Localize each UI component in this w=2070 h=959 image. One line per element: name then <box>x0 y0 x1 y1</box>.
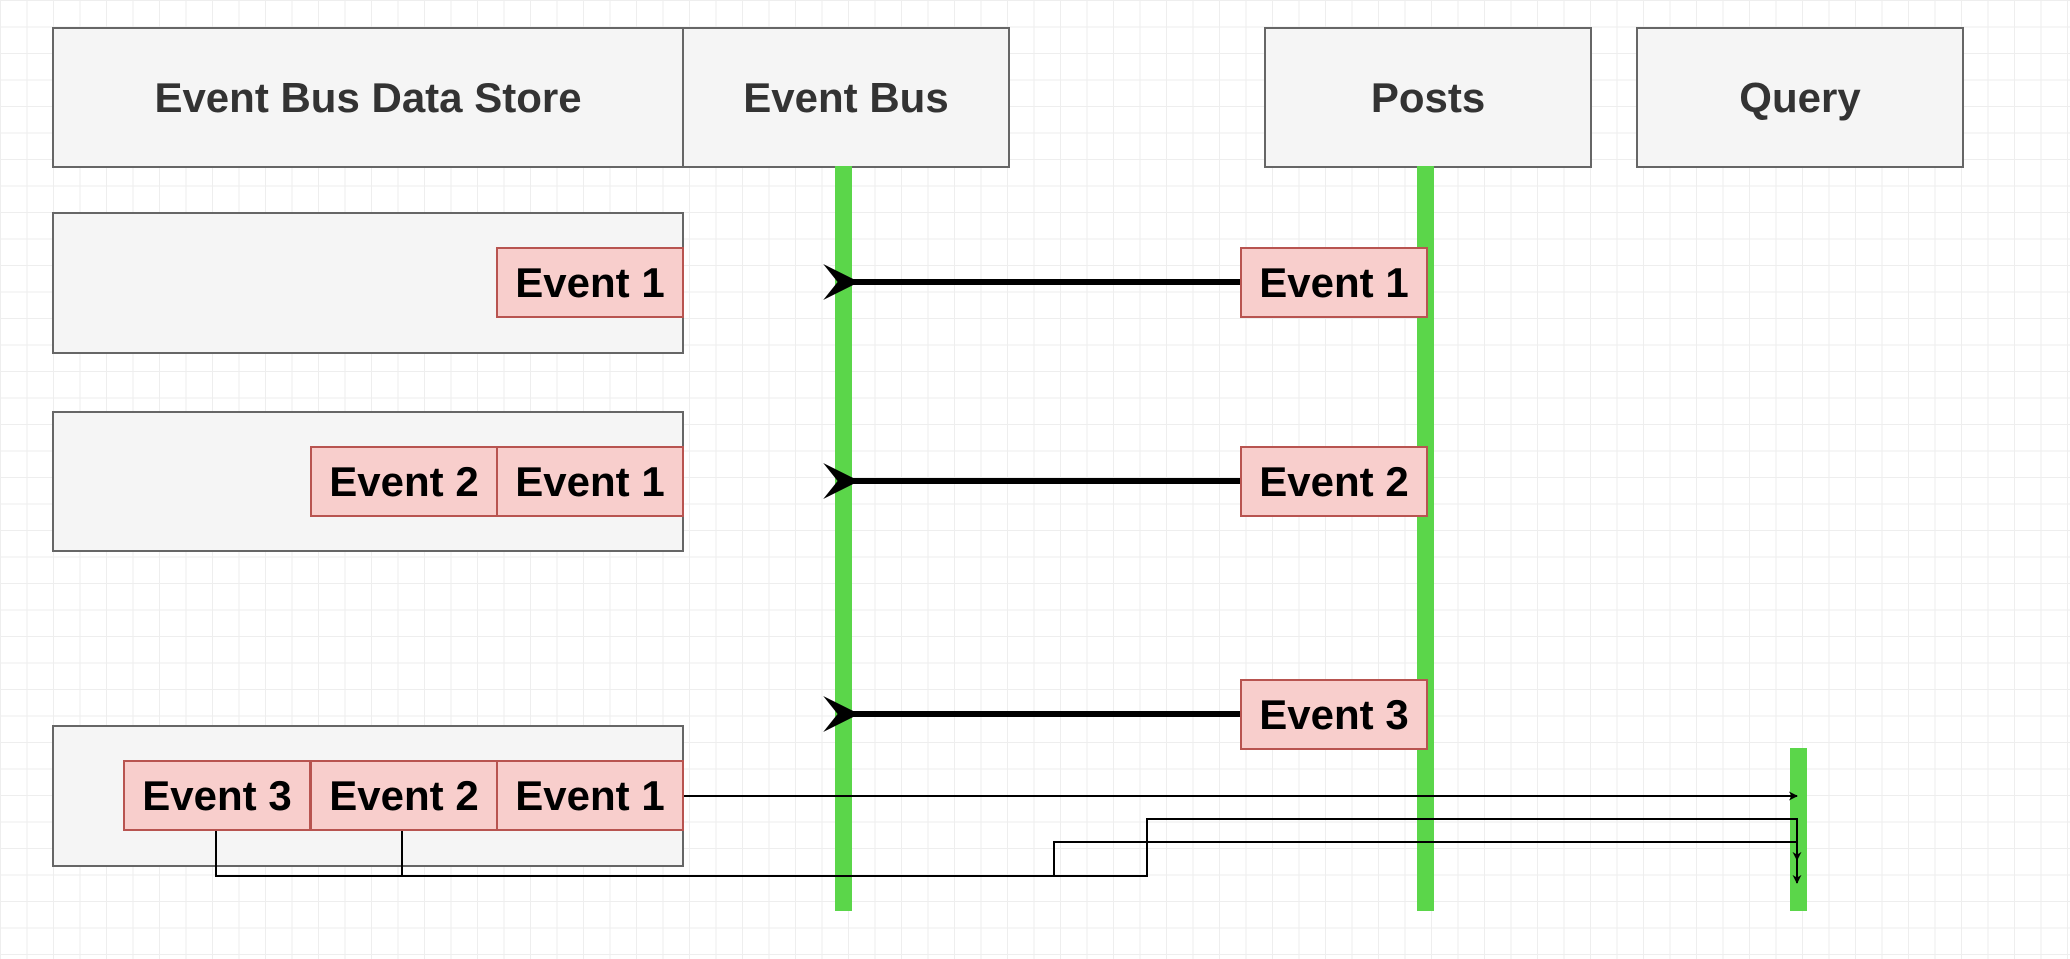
connector-event-2-to-query <box>401 818 1802 877</box>
event-label: Event 2 <box>329 457 479 505</box>
store-event-2: Event 2 <box>310 760 498 831</box>
header-posts: Posts <box>1264 27 1592 168</box>
event-label: Event 1 <box>515 258 665 306</box>
header-query: Query <box>1636 27 1964 168</box>
header-label: Event Bus Data Store <box>154 73 582 121</box>
connector-event-3-to-query <box>215 831 1802 884</box>
header-label: Query <box>1739 73 1861 121</box>
store-event-3: Event 3 <box>123 760 311 831</box>
store-event-1: Event 1 <box>496 760 684 831</box>
posts-event-1: Event 1 <box>1240 247 1428 318</box>
query-lifeline <box>1790 748 1807 911</box>
posts-event-3: Event 3 <box>1240 679 1428 750</box>
event-label: Event 1 <box>515 457 665 505</box>
event-label: Event 3 <box>142 771 292 819</box>
event-label: Event 2 <box>329 771 479 819</box>
event-label: Event 2 <box>1259 457 1409 505</box>
event-label: Event 1 <box>1259 258 1409 306</box>
store-event-2: Event 2 <box>310 446 498 517</box>
store-event-1: Event 1 <box>496 446 684 517</box>
store-event-1: Event 1 <box>496 247 684 318</box>
header-label: Posts <box>1370 73 1486 121</box>
posts-event-2: Event 2 <box>1240 446 1428 517</box>
header-event-bus-data-store: Event Bus Data Store <box>52 27 684 168</box>
event-label: Event 1 <box>515 771 665 819</box>
event-label: Event 3 <box>1259 690 1409 738</box>
header-label: Event Bus <box>743 73 949 121</box>
